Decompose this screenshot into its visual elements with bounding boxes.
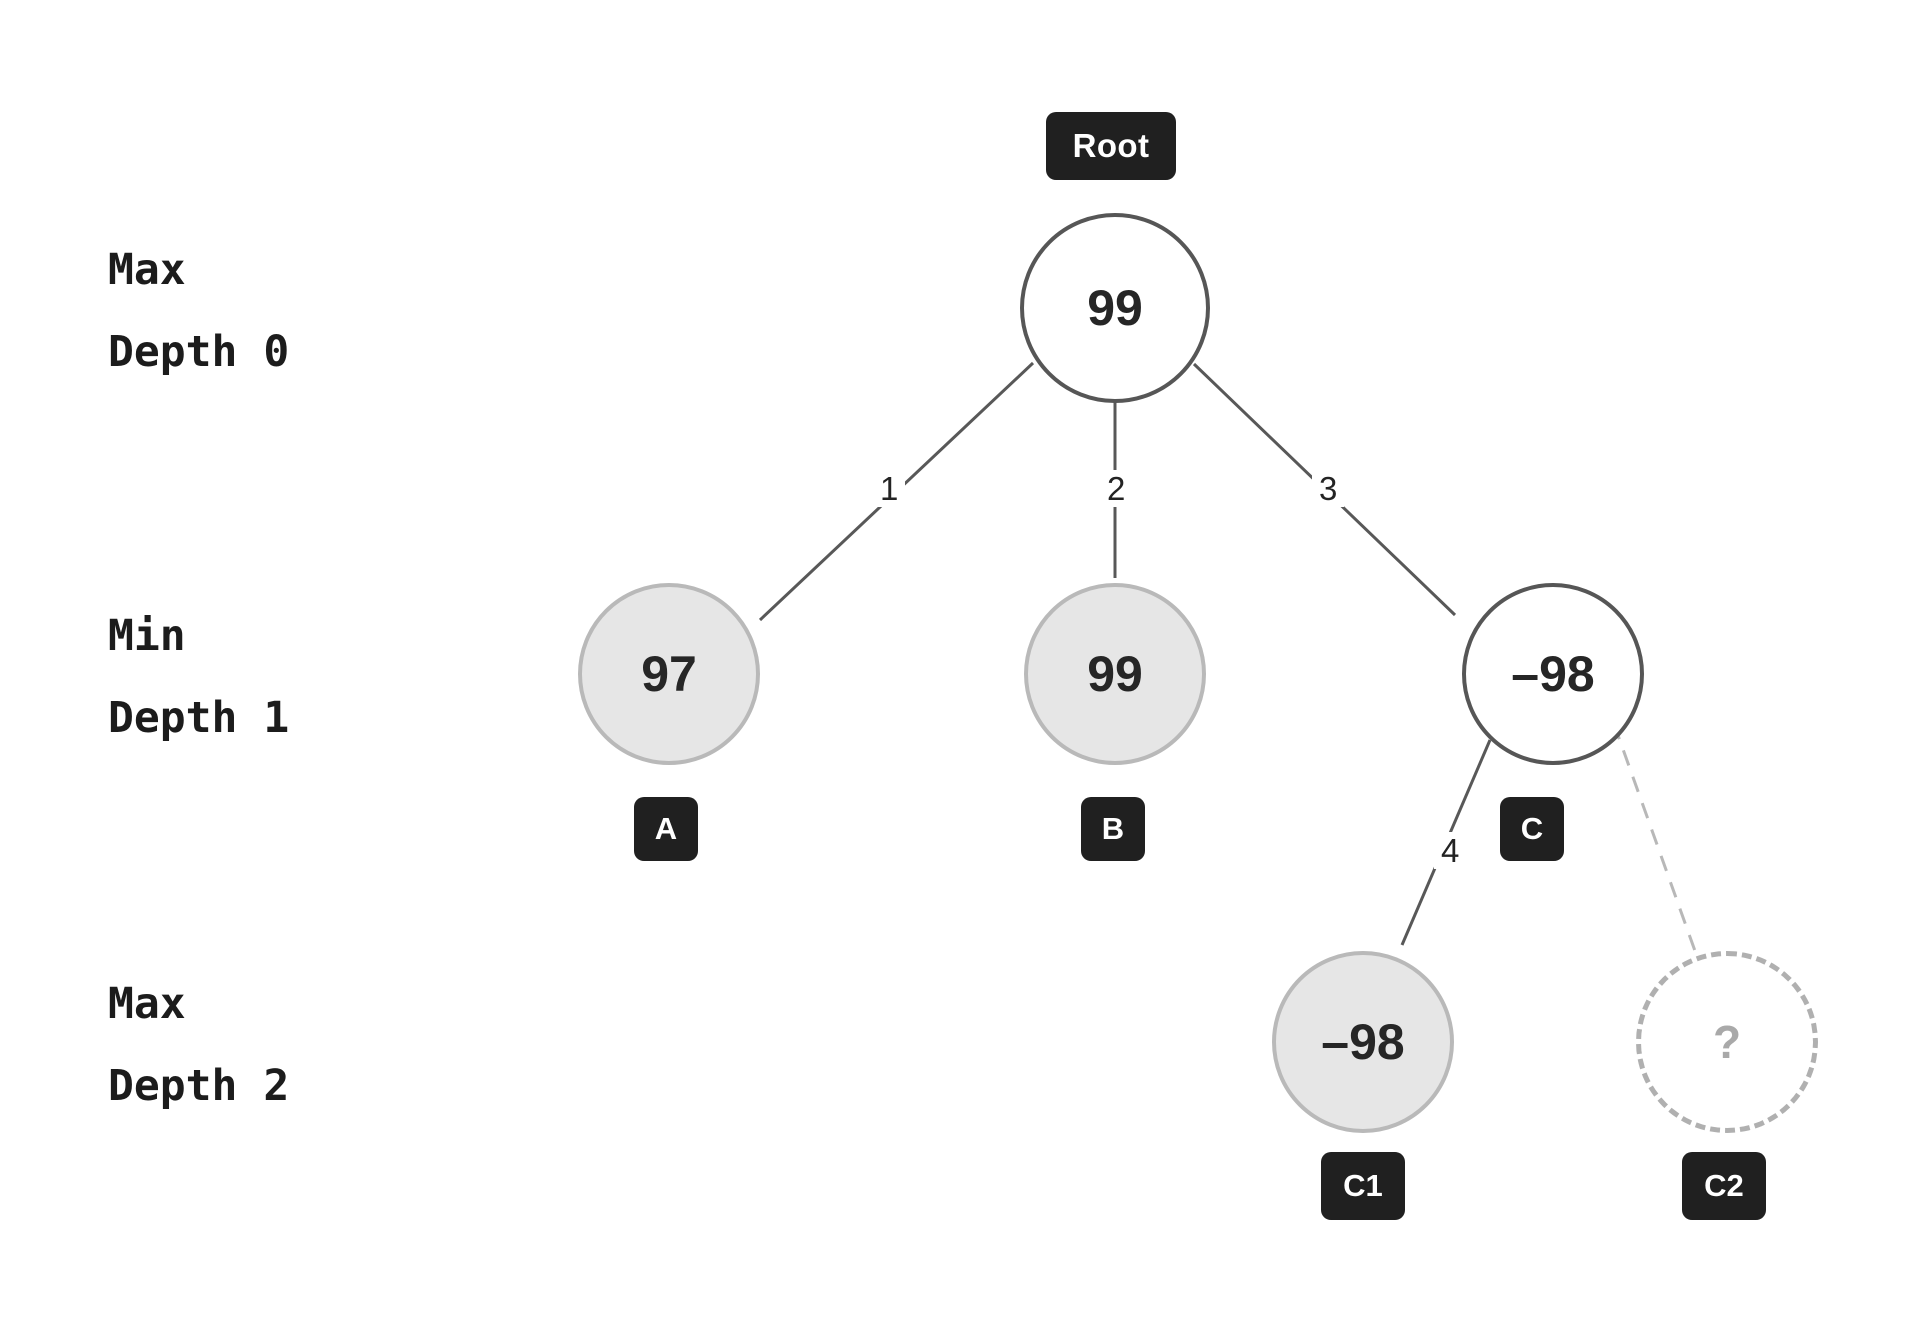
node-a[interactable]: 97 <box>578 583 760 765</box>
node-root[interactable]: 99 <box>1020 213 1210 403</box>
depth-label-0-line1: Max <box>108 245 186 295</box>
edge-c-c2 <box>1612 723 1702 966</box>
edge-weight-root-a: 1 <box>873 470 906 507</box>
badge-b[interactable]: B <box>1081 797 1145 861</box>
depth-label-2-line1: Max <box>108 979 186 1029</box>
depth-label-1-line2: Depth 1 <box>108 693 290 743</box>
node-c[interactable]: –98 <box>1462 583 1644 765</box>
edge-weight-root-c: 3 <box>1312 470 1345 507</box>
node-c2[interactable]: ? <box>1636 951 1818 1133</box>
edge-weight-c-c1: 4 <box>1434 832 1467 869</box>
depth-label-2-line2: Depth 2 <box>108 1061 290 1111</box>
badge-c1[interactable]: C1 <box>1321 1152 1405 1220</box>
depth-label-0-line2: Depth 0 <box>108 327 290 377</box>
depth-label-1-line1: Min <box>108 611 186 661</box>
node-b[interactable]: 99 <box>1024 583 1206 765</box>
badge-a[interactable]: A <box>634 797 698 861</box>
badge-c2[interactable]: C2 <box>1682 1152 1766 1220</box>
edge-weight-root-b: 2 <box>1100 470 1133 507</box>
node-c1[interactable]: –98 <box>1272 951 1454 1133</box>
badge-root[interactable]: Root <box>1046 112 1176 180</box>
badge-c[interactable]: C <box>1500 797 1564 861</box>
